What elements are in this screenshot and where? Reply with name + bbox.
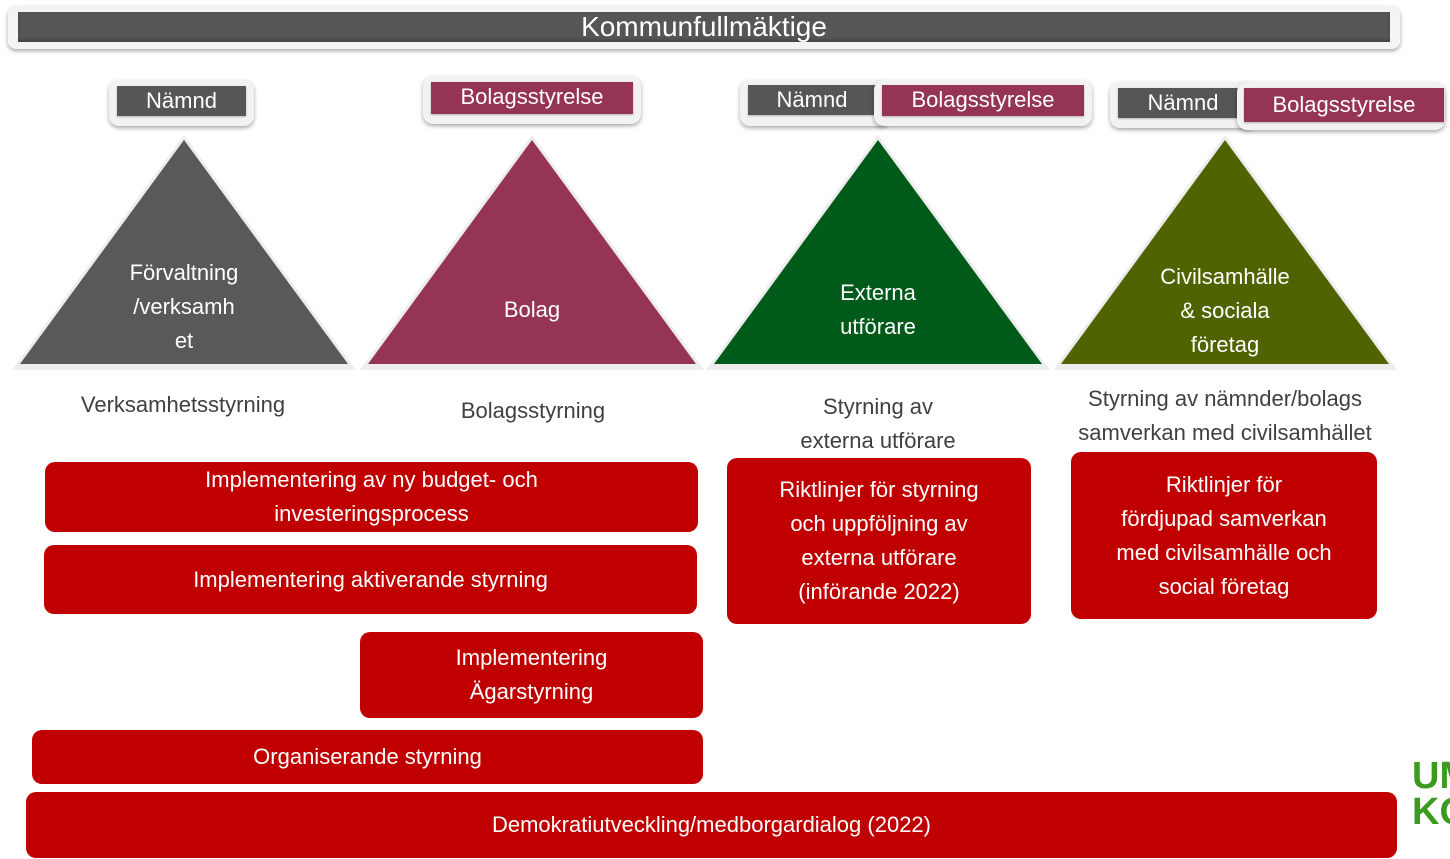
triangle-label-bolag: Bolag: [503, 297, 561, 322]
tag-namnd-4: Nämnd: [1118, 88, 1248, 118]
caption-externa: Styrning av externa utförare: [800, 394, 956, 453]
caption-verksamhetsstyrning: Verksamhetsstyrning: [80, 392, 286, 417]
box-riktlinjer-externa: Riktlinjer för styrning och uppföljning …: [727, 458, 1031, 624]
box-aktiverande-styrning: Implementering aktiverande styrning: [44, 545, 697, 614]
triangle-label-civil: Civilsamhälle & sociala företag: [1160, 264, 1290, 357]
municipality-logo: UM KO: [1412, 758, 1450, 833]
caption-civil: Styrning av nämnder/bolags samverkan med…: [1078, 386, 1372, 445]
box-agarstyrning: Implementering Ägarstyrning: [360, 632, 703, 718]
box-riktlinjer-externa-text: Riktlinjer för styrning och uppföljning …: [779, 477, 979, 604]
box-riktlinjer-civil: Riktlinjer för fördjupad samverkan med c…: [1071, 452, 1377, 619]
triangle-forvaltning: [12, 135, 356, 370]
box-demokrati-text: Demokratiutveckling/medborgardialog (202…: [491, 812, 931, 837]
triangles-layer: [12, 135, 1397, 370]
triangle-label-forvaltning: Förvaltning /verksamh et: [129, 260, 239, 353]
box-budget-process-text: Implementering av ny budget- och investe…: [205, 467, 538, 526]
box-aktiverande-text: Implementering aktiverande styrning: [193, 566, 548, 592]
box-organiserande-text: Organiserande styrning: [253, 744, 482, 769]
box-riktlinjer-civil-text: Riktlinjer för fördjupad samverkan med c…: [1116, 471, 1332, 599]
triangle-civil: [1053, 135, 1397, 370]
caption-bolagsstyrning: Bolagsstyrning: [460, 398, 606, 423]
box-demokratiutveckling: Demokratiutveckling/medborgardialog (202…: [26, 792, 1397, 858]
box-organiserande-styrning: Organiserande styrning: [32, 730, 703, 784]
tag-bolagsstyrelse-4: Bolagsstyrelse: [1244, 88, 1444, 122]
tag-namnd-1: Nämnd: [117, 86, 246, 116]
triangle-label-externa: Externa utförare: [840, 280, 916, 339]
tag-bolagsstyrelse-2: Bolagsstyrelse: [431, 82, 633, 114]
page-title: Kommunfullmäktige: [18, 12, 1390, 42]
box-agarstyrning-text: Implementering Ägarstyrning: [455, 645, 608, 704]
tag-namnd-3: Nämnd: [748, 85, 876, 115]
triangle-externa: [706, 135, 1050, 370]
box-budget-process: Implementering av ny budget- och investe…: [45, 462, 698, 532]
triangle-bolag: [360, 135, 704, 370]
tag-bolagsstyrelse-3: Bolagsstyrelse: [882, 85, 1084, 116]
